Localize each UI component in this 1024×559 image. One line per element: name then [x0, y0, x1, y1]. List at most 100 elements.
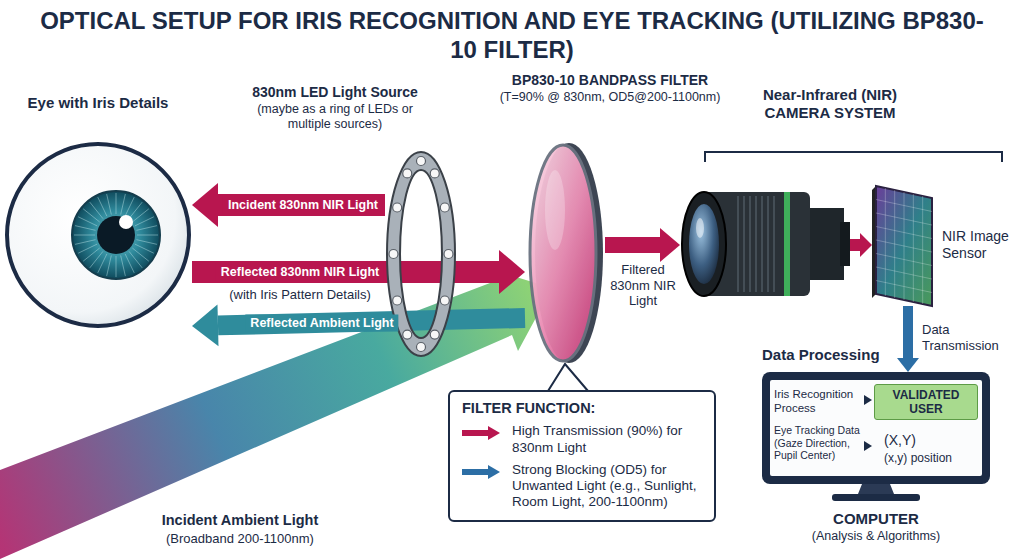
lens-front: [682, 192, 726, 296]
node-text: Strong Blocking (OD5) for Unwanted Light…: [462, 462, 704, 511]
sensor-face: [876, 186, 932, 306]
screen-text: Eye Tracking Data (Gaze Direction, Pupil…: [774, 424, 862, 462]
bandpass-filter: BP830-10 BANDPASS FILTER(T=90% @ 830nm, …: [525, 140, 605, 366]
icon-shaft: [462, 469, 488, 475]
node-heading: Near-Infrared (NIR) CAMERA SYSTEM: [735, 86, 925, 122]
node-text: (T=90% @ 830nm, OD5@200-1100nm): [475, 90, 745, 105]
image-sensor-shape: [872, 186, 936, 306]
pixel-grid: [876, 254, 932, 266]
icon-head: [488, 426, 500, 440]
camera-system-bracket: [705, 152, 1002, 162]
pixel-grid: [876, 240, 932, 252]
diagram-title: OPTICAL SETUP FOR IRIS RECOGNITION AND E…: [40, 6, 984, 64]
monitor-base: [832, 494, 920, 501]
iris-fibre: [125, 254, 134, 273]
monitor-neck: [858, 484, 894, 494]
led: [417, 157, 426, 166]
arrow-shaft: [605, 237, 660, 253]
eyeball: [7, 144, 189, 326]
pixel-grid: [876, 200, 932, 212]
node-text: (Analysis & Algorithms): [762, 529, 990, 544]
row-pointer: [864, 395, 872, 405]
pixel-grid: [876, 281, 932, 293]
annotation-label: (Broadband 200-1100nm): [120, 531, 360, 547]
filter-glint: [545, 170, 565, 250]
screen-text: (X,Y): [884, 432, 979, 449]
light-path-arrow: [192, 183, 385, 227]
eye-illustration: Eye with Iris Details: [4, 138, 192, 332]
grip-rib: [737, 196, 739, 292]
iris-fibre: [121, 255, 126, 275]
led: [393, 203, 402, 212]
eye-highlight: [119, 215, 133, 229]
led: [430, 330, 439, 339]
iris-fibre: [135, 217, 154, 226]
led: [403, 330, 412, 339]
iris-fibre: [74, 235, 95, 236]
arrow-head: [499, 250, 525, 294]
image-sensor: NIR Image Sensor: [872, 186, 936, 306]
pixel-grid: [876, 267, 932, 279]
grip-rib: [761, 196, 763, 292]
arrow-shaft: [903, 306, 913, 358]
pointer-fill: [548, 364, 588, 391]
arrow-label: Reflected 830nm NIR Light: [216, 264, 384, 281]
screen-text: Iris Recognition Process: [774, 388, 862, 416]
arrow-head: [860, 233, 872, 257]
arrow-shaft: [218, 194, 385, 216]
arrow-head: [897, 358, 919, 372]
iris-fibre: [136, 226, 156, 231]
node-text: COMPUTER: [762, 510, 990, 528]
arrow-label: Reflected Ambient Light: [245, 314, 398, 331]
led: [444, 250, 453, 259]
node-heading: NIR Image Sensor: [942, 228, 1018, 262]
arrow-shaft: [850, 239, 860, 251]
icon-head: [488, 465, 500, 479]
light-path-arrow: [850, 233, 872, 257]
status-box: VALIDATED USER: [874, 384, 978, 420]
monitor-screen: [770, 380, 982, 476]
grip-rib: [773, 196, 775, 292]
callout-pointer: [548, 364, 588, 391]
iris: [72, 191, 160, 279]
light-path-arrow: [897, 306, 919, 372]
icon-shaft: [462, 430, 488, 436]
lens-glint: [696, 218, 704, 238]
arrow-label: Incident 830nm NIR Light: [223, 197, 383, 214]
pointer-outline: [548, 364, 588, 391]
screen-text: (x,y) position: [884, 451, 979, 465]
grip-rib: [749, 196, 751, 292]
iris-fibre: [107, 194, 112, 214]
iris-fibre: [98, 197, 107, 216]
pixel-grid: [876, 213, 932, 225]
led: [440, 296, 449, 305]
camera-lens-shape: [680, 186, 850, 302]
iris-fibre: [107, 255, 112, 275]
light-path-arrow: [192, 304, 525, 346]
grip-rib: [767, 196, 769, 292]
node-heading: VALIDATED USER: [880, 388, 972, 417]
iris-fibre: [121, 194, 126, 214]
iris-fibre: [75, 226, 95, 231]
node-text: (maybe as a ring of LEDs or multiple sou…: [247, 102, 423, 132]
led: [393, 296, 402, 305]
pixel-grid: [876, 227, 932, 239]
callout-box: FILTER FUNCTION: High Transmission (90%) …: [448, 390, 716, 522]
grip-rib: [755, 196, 757, 292]
light-path-arrow: [605, 228, 680, 262]
bandpass-filter-shape: [525, 140, 605, 366]
node-heading: BP830-10 BANDPASS FILTER: [485, 72, 735, 89]
lens-mount: [840, 222, 850, 266]
annotation-label: (with Iris Pattern Details): [215, 287, 385, 303]
iris-fibre: [137, 235, 158, 236]
grip-rib: [743, 196, 745, 292]
node-heading: FILTER FUNCTION:: [462, 400, 704, 417]
monitor-frame: [762, 372, 990, 484]
led: [389, 250, 398, 259]
filter-glass: [530, 145, 596, 361]
node-text: High Transmission (90%) for 830nm Light: [462, 423, 704, 455]
iris-fibre: [116, 256, 117, 277]
iris-fibre: [116, 193, 117, 214]
eye-illustration-shape: [4, 138, 192, 332]
led: [403, 169, 412, 178]
